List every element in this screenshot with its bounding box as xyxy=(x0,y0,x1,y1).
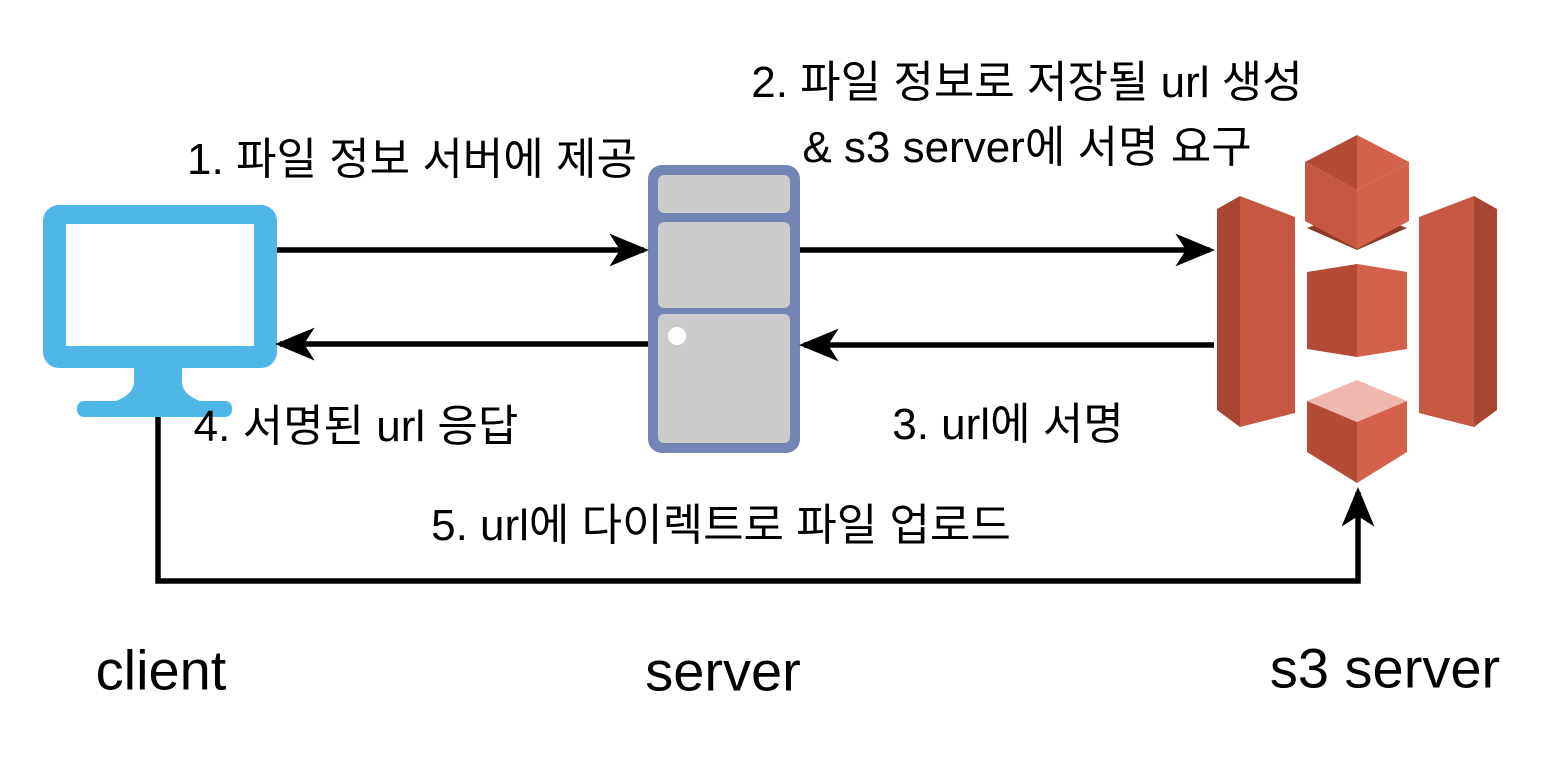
s3-top-cube-top-right xyxy=(1357,135,1409,190)
server-panel-top xyxy=(658,175,790,213)
server-panel-bottom xyxy=(658,314,790,443)
step5-label: 5. url에 다이렉트로 파일 업로드 xyxy=(431,501,1011,550)
step4-label: 4. 서명된 url 응답 xyxy=(193,402,519,451)
s3-left-slab-front xyxy=(1240,196,1295,427)
s3-bucket-icon xyxy=(1217,135,1497,483)
server-panel-middle xyxy=(658,222,790,308)
s3-bottom-cube-front-right xyxy=(1357,401,1407,483)
server-icon xyxy=(648,165,800,453)
s3-middle-cube-left xyxy=(1307,264,1357,357)
s3-node-label: s3 server xyxy=(1269,636,1501,700)
server-indicator-dot xyxy=(668,327,686,345)
step2-label-line1: 2. 파일 정보로 저장될 url 생성 xyxy=(751,58,1303,107)
step3-label: 3. url에 서명 xyxy=(892,400,1124,449)
monitor-screen xyxy=(66,224,254,346)
step2-label-line2: & s3 server에 서명 요구 xyxy=(802,123,1252,172)
server-node-label: server xyxy=(645,639,801,703)
s3-top-cube-top-left xyxy=(1305,135,1357,190)
s3-right-slab-side xyxy=(1474,196,1497,427)
monitor-stand-neck xyxy=(116,366,200,401)
arrow-step5-client-to-s3 xyxy=(155,417,1375,584)
s3-bottom-cube-front-left xyxy=(1307,401,1357,483)
s3-top-cube-front-right xyxy=(1357,162,1409,249)
client-monitor-icon xyxy=(43,205,277,417)
s3-right-slab-front xyxy=(1419,196,1474,427)
monitor-stand-base xyxy=(77,401,232,417)
step1-label: 1. 파일 정보 서버에 제공 xyxy=(187,135,637,184)
s3-middle-cube-right xyxy=(1357,264,1407,357)
client-node-label: client xyxy=(95,638,227,702)
s3-left-slab-side xyxy=(1217,196,1240,427)
s3-top-cube-front-left xyxy=(1305,162,1357,249)
